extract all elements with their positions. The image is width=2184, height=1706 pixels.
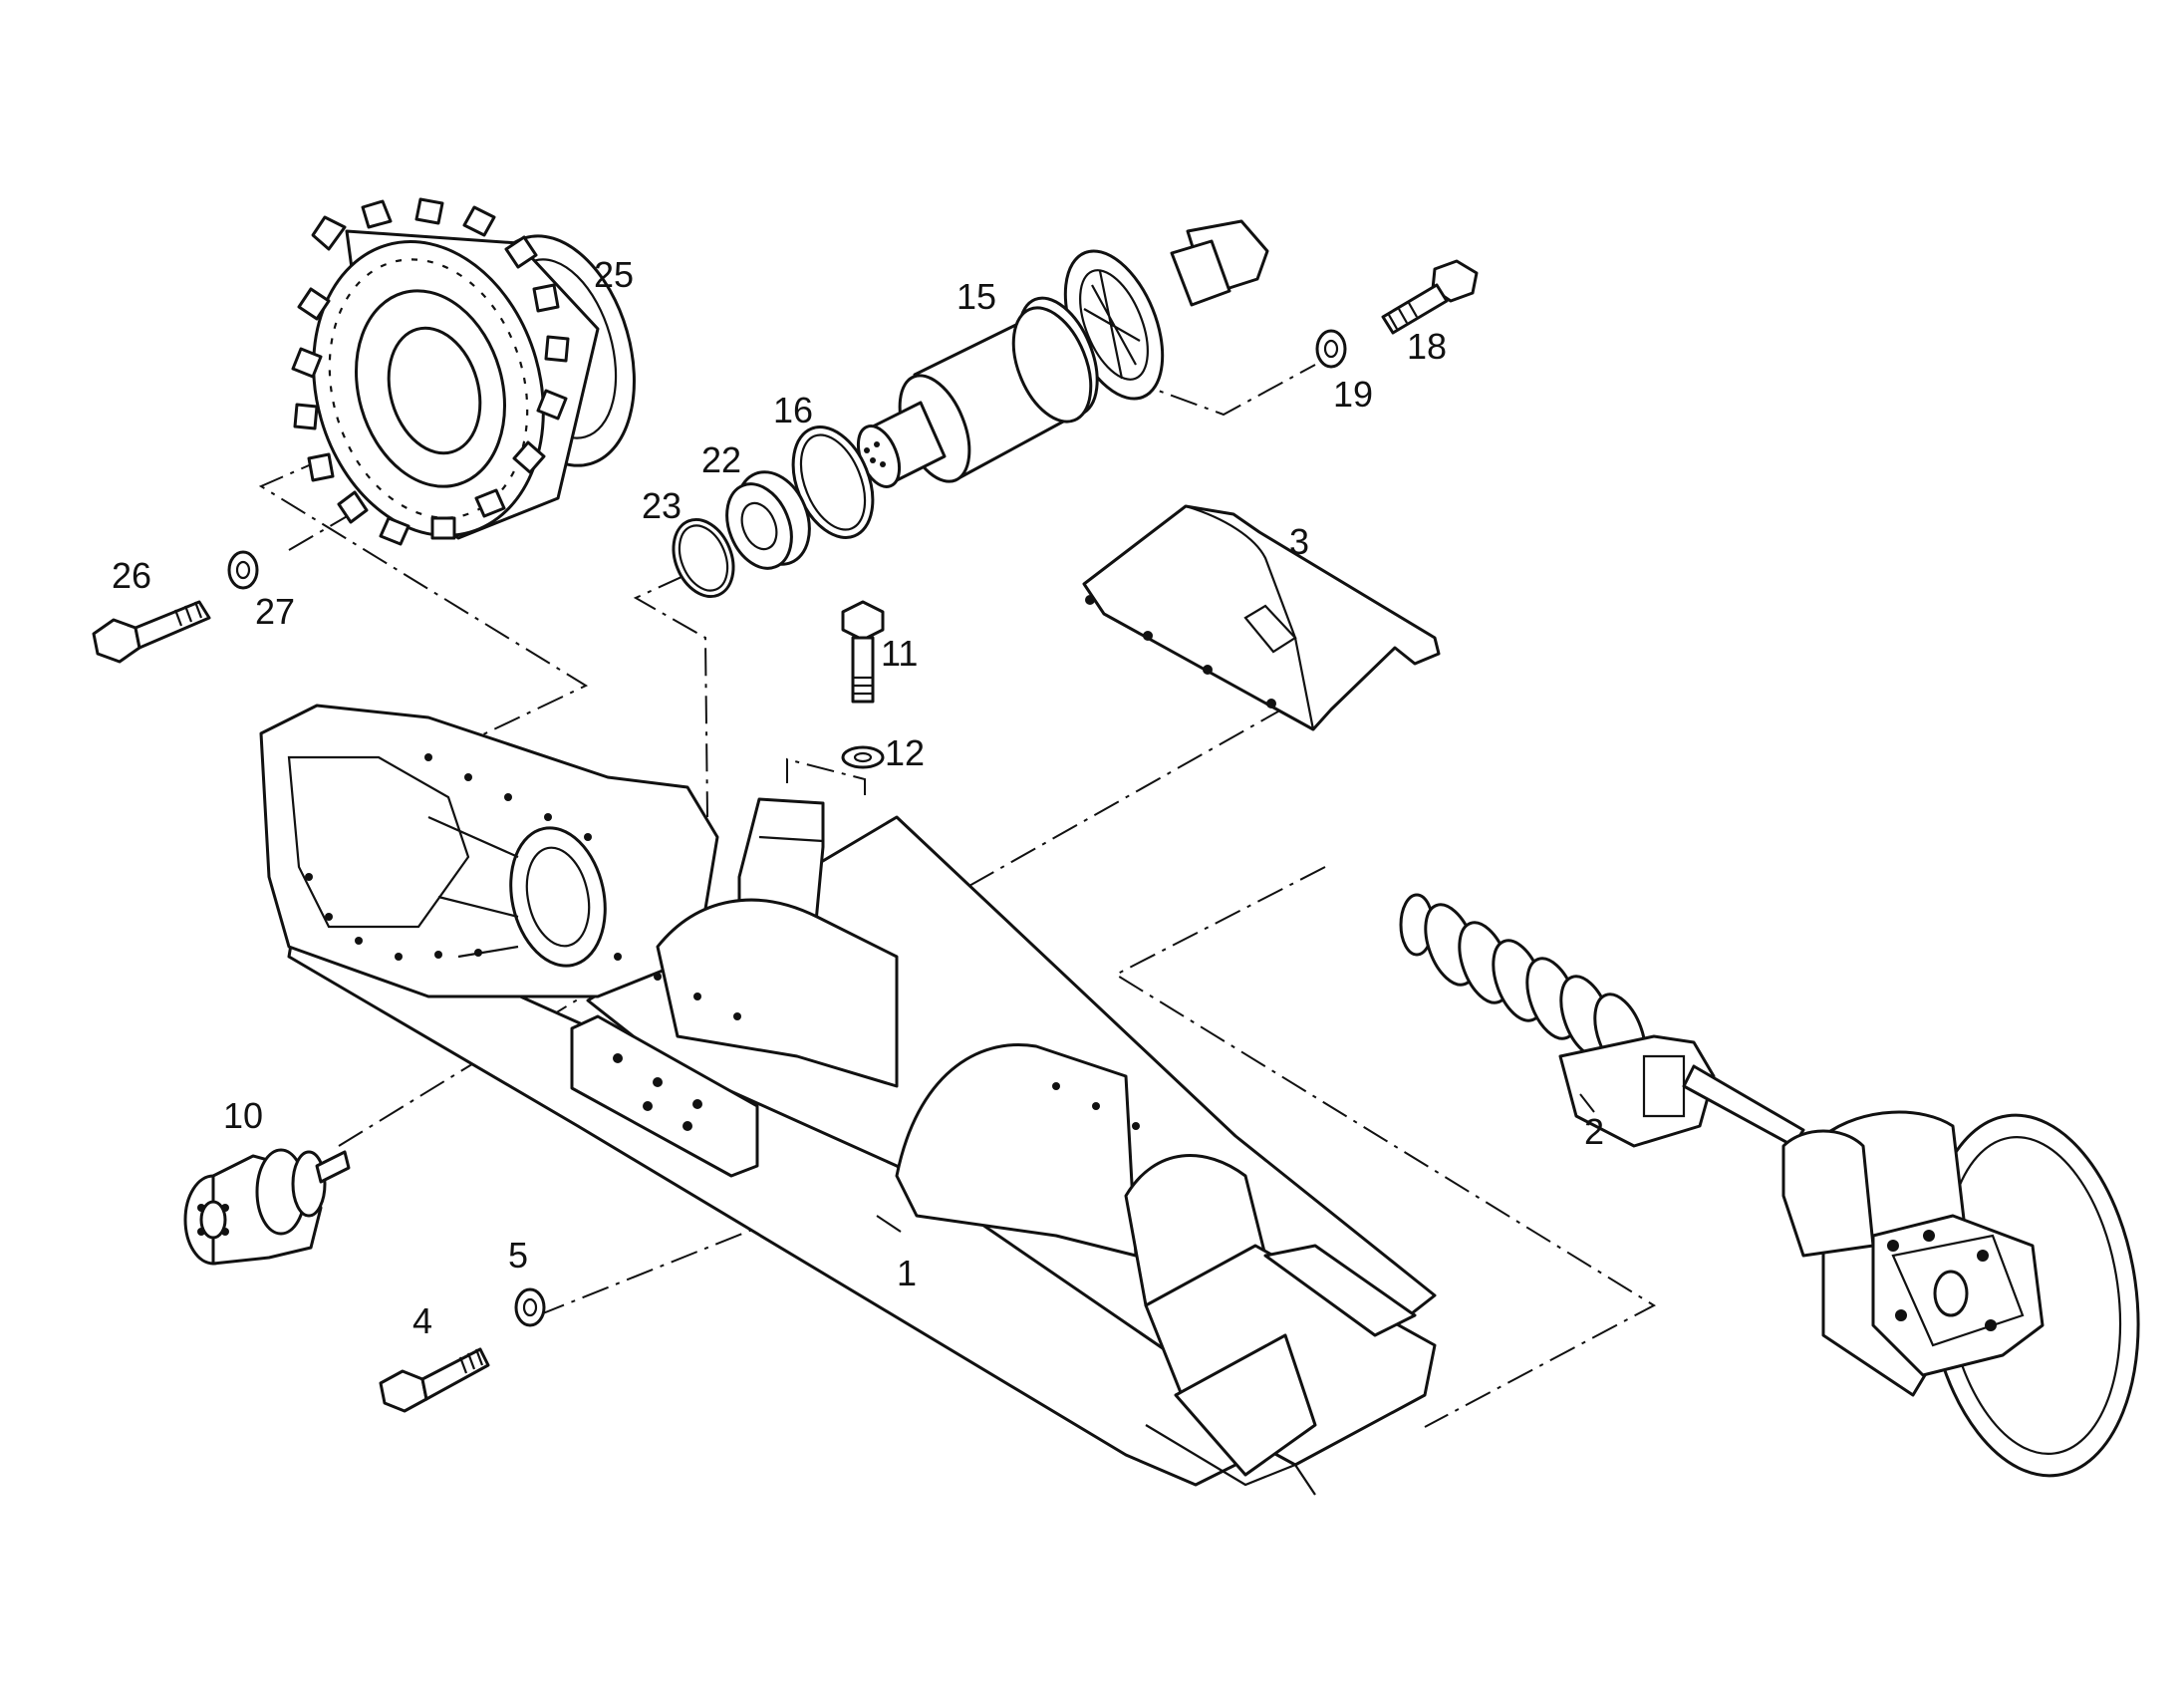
idler-bracket-bolts <box>1887 1230 1997 1331</box>
frame-bolt-holes-left <box>305 753 592 961</box>
phantom-line-motor-to-bolt18 <box>1125 364 1316 417</box>
roller-cap-bolts <box>197 1204 229 1236</box>
recoil-spring-idler-part-2 <box>1399 893 2140 1478</box>
callout-27: 27 <box>255 591 295 632</box>
washer-part-27 <box>227 550 259 590</box>
sprocket-drive-part-25 <box>291 197 636 546</box>
sprocket-teeth <box>291 197 570 546</box>
guard-holes <box>1085 595 1276 709</box>
bolt-part-4 <box>379 1347 490 1413</box>
callout-23: 23 <box>642 485 682 526</box>
callout-leader-lines <box>876 1093 1595 1233</box>
washer-part-12 <box>841 745 885 769</box>
callout-16: 16 <box>773 390 813 430</box>
phantom-line-bolt11-to-block <box>786 757 866 795</box>
travel-motor-part-15 <box>856 219 1269 488</box>
bolt-part-18 <box>1381 259 1479 335</box>
frame-bolt-holes-center <box>614 953 1140 1130</box>
callout-10: 10 <box>223 1095 263 1136</box>
guard-cover-part-3 <box>1082 504 1441 731</box>
track-roller-part-10 <box>183 1148 351 1266</box>
callout-4: 4 <box>412 1300 432 1341</box>
callout-18: 18 <box>1407 326 1447 367</box>
callout-5: 5 <box>508 1235 528 1276</box>
track-frame-part-1 <box>259 704 1437 1496</box>
bolt-part-26 <box>92 600 211 664</box>
washer-part-19 <box>1315 329 1347 369</box>
callout-12: 12 <box>885 732 925 773</box>
callout-15: 15 <box>956 276 996 317</box>
bearing-part-22 <box>725 470 811 570</box>
callout-1: 1 <box>897 1253 917 1293</box>
callout-11: 11 <box>881 633 918 674</box>
callout-2: 2 <box>1584 1111 1604 1152</box>
bolt-part-11 <box>841 600 885 704</box>
callout-19: 19 <box>1333 374 1373 415</box>
callout-26: 26 <box>112 555 151 596</box>
callout-22: 22 <box>701 439 741 480</box>
o-ring-part-23 <box>672 517 735 599</box>
side-plate-holes <box>613 1053 702 1131</box>
callout-3: 3 <box>1289 521 1309 562</box>
motor-port-dots <box>864 441 886 467</box>
callout-25: 25 <box>594 254 634 295</box>
phantom-line-idler-to-frame <box>1113 866 1657 1428</box>
callout-labels: 1 2 3 4 5 10 11 12 15 16 18 19 22 23 25 … <box>112 254 1604 1341</box>
washer-part-5 <box>514 1287 546 1327</box>
